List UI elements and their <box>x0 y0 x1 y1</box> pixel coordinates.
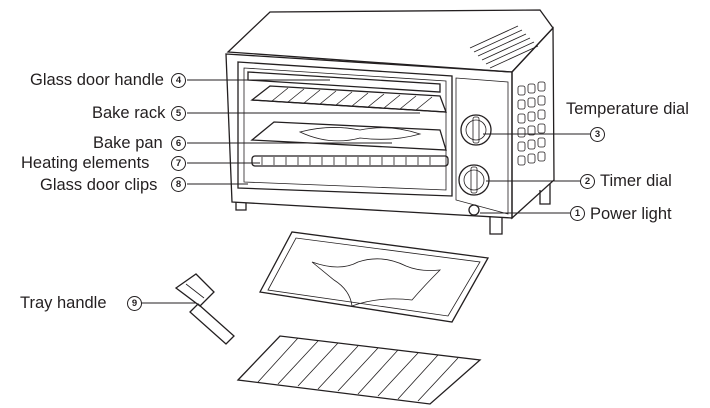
label-glass-door-handle: Glass door handle <box>30 71 164 89</box>
callout-9: 9 <box>127 296 142 311</box>
callout-2: 2 <box>580 174 595 189</box>
label-power-light: Power light <box>590 205 672 223</box>
label-timer-dial: Timer dial <box>600 172 672 190</box>
tray-handle-illustration <box>174 273 235 345</box>
callout-5: 5 <box>171 106 186 121</box>
callout-3: 3 <box>590 127 605 142</box>
callout-6: 6 <box>171 136 186 151</box>
callout-7: 7 <box>171 156 186 171</box>
label-tray-handle: Tray handle <box>20 294 107 312</box>
label-bake-pan: Bake pan <box>93 134 163 152</box>
callout-4: 4 <box>171 73 186 88</box>
bake-rack-illustration <box>236 335 482 405</box>
label-heating-elements: Heating elements <box>21 154 150 172</box>
label-temperature-dial: Temperature dial <box>566 100 689 118</box>
oven-illustration <box>225 9 555 235</box>
leader-lines <box>141 79 590 304</box>
bake-pan-illustration <box>258 231 490 323</box>
label-bake-rack: Bake rack <box>92 104 166 122</box>
callout-8: 8 <box>171 177 186 192</box>
callout-1: 1 <box>570 206 585 221</box>
label-glass-door-clips: Glass door clips <box>40 176 158 194</box>
